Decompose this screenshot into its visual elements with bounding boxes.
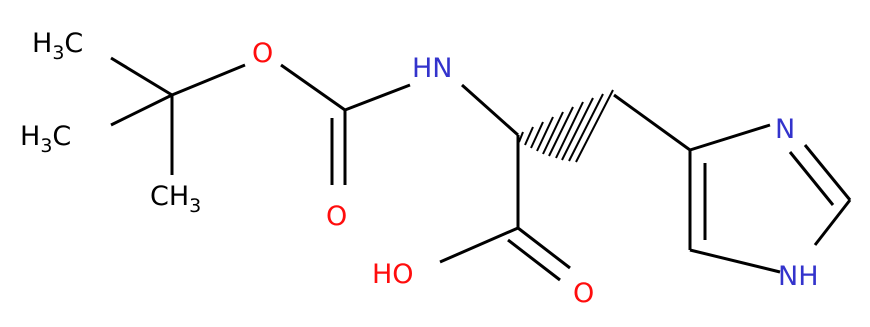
bond-c-ester-oxygen (171, 63, 246, 97)
bond-carbonyl-c-n (344, 83, 411, 112)
bond-carboxyl-oh (439, 226, 519, 264)
imidazole-n1h-label: NH (778, 261, 819, 292)
boc-carbonyl-oxygen-label: O (326, 201, 347, 232)
methyl-top-label: H3C (32, 28, 83, 64)
acid-carbonyl-oxygen-label: O (573, 278, 594, 309)
bond-c2-n1 (813, 199, 852, 246)
bond-n-alpha-c (461, 83, 519, 137)
methyl-mid-label: H3C (20, 121, 71, 157)
bond-n3-c2-1 (803, 144, 852, 201)
bond-o-carbonyl-c (280, 63, 346, 112)
bond-acid-co-2 (507, 238, 561, 282)
bonds (110, 56, 852, 282)
methyl-bot-label: CH3 (150, 181, 201, 217)
hashed-wedge-bond (518, 89, 614, 163)
bond-acid-co-1 (517, 226, 571, 270)
bond-c4-n3 (689, 123, 771, 152)
hydroxyl-label: HO (372, 259, 414, 290)
atom-labels: H3C H3C CH3 O O HN HO O N NH (20, 28, 819, 309)
amide-nitrogen-label: HN (412, 53, 453, 84)
imidazole-n3-label: N (775, 114, 795, 145)
bond-ch2-c4 (613, 93, 691, 152)
bond-n3-c2-2 (788, 151, 835, 206)
bond-n1-c5 (689, 248, 781, 274)
bond-c-methyl-top (110, 56, 173, 97)
ester-oxygen-label: O (252, 38, 273, 69)
bond-c-methyl-mid (110, 93, 173, 127)
